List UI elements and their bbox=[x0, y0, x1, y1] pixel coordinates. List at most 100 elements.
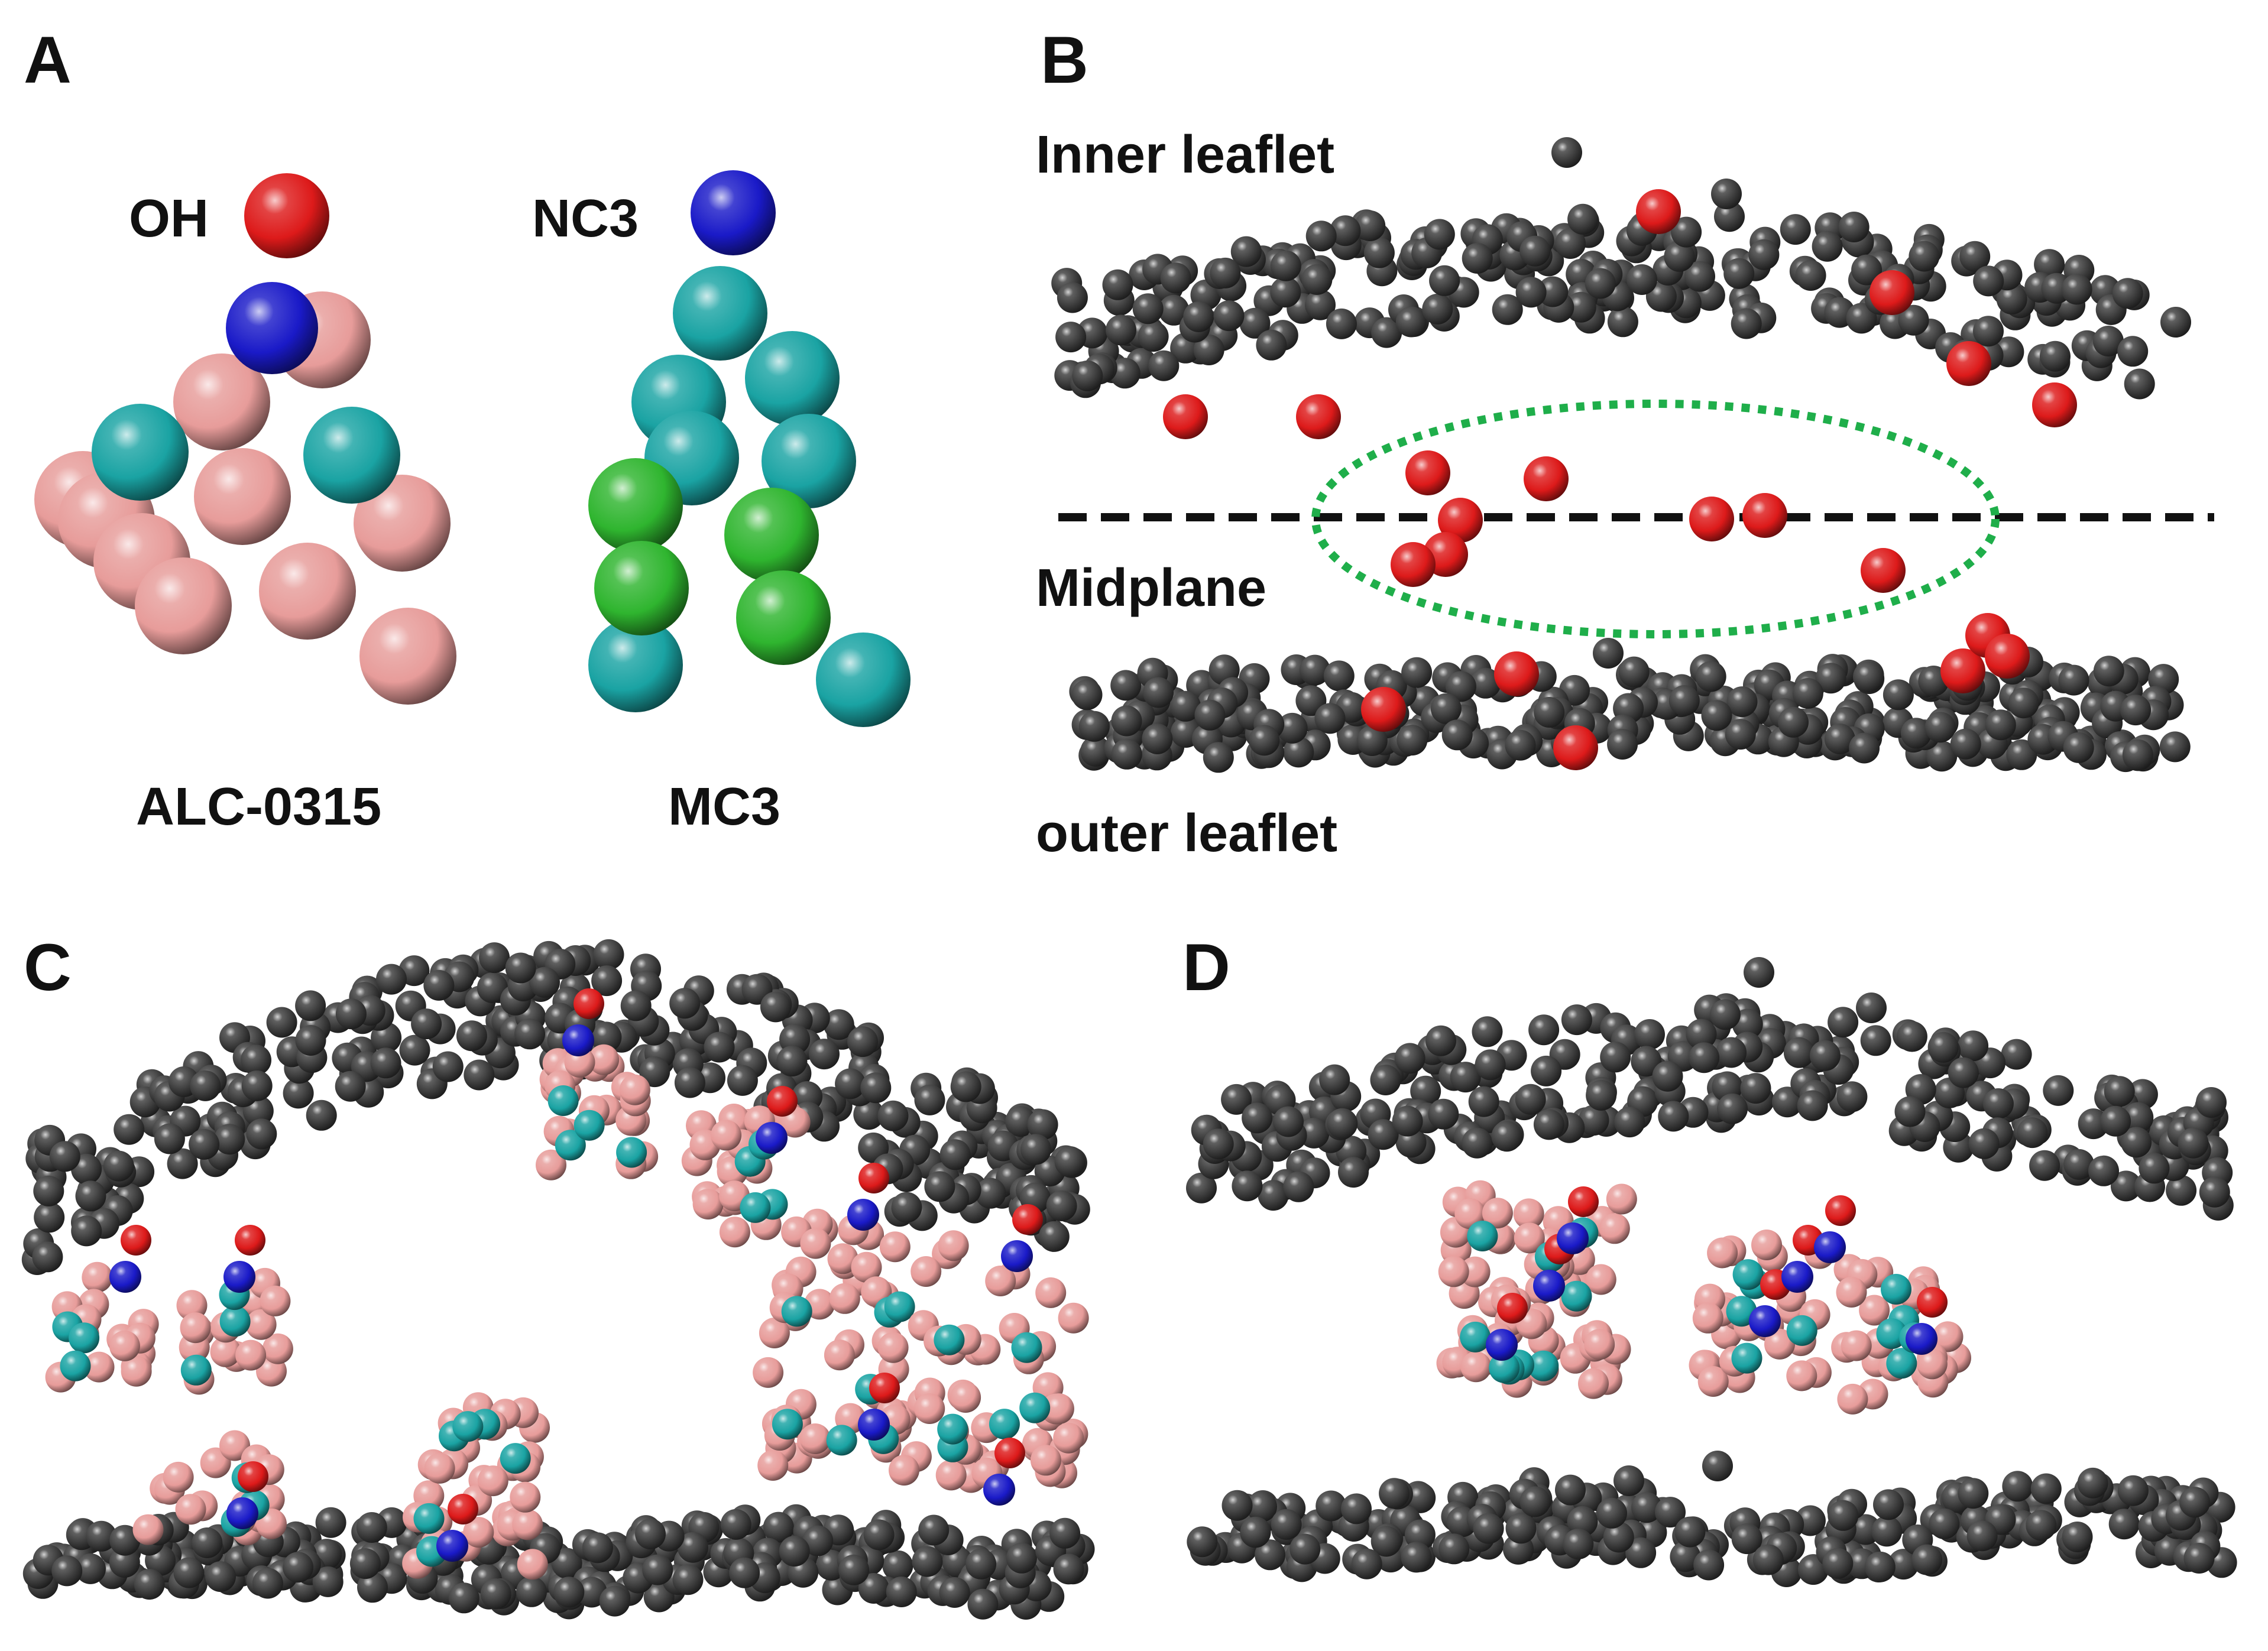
lipid-head-bead bbox=[1289, 1533, 1321, 1565]
lipid-head-bead bbox=[1473, 1513, 1504, 1544]
lipid-head-bead bbox=[1298, 1117, 1330, 1149]
lipid-head-bead bbox=[1049, 1517, 1081, 1549]
nc3-bead bbox=[1533, 1270, 1565, 1302]
lipid-head-bead bbox=[639, 1056, 670, 1088]
cyan-bead bbox=[937, 1413, 968, 1445]
alc-tail-bead bbox=[985, 1266, 1016, 1296]
cyan-bead bbox=[616, 1137, 647, 1168]
lipid-head-bead bbox=[1356, 725, 1388, 756]
lipid-head-bead bbox=[642, 1554, 673, 1585]
lipid-head-bead bbox=[480, 1578, 511, 1610]
alc-tail-bead bbox=[1841, 1330, 1872, 1361]
lipid-head-bead bbox=[1470, 667, 1501, 699]
lipid-head-bead bbox=[357, 1572, 388, 1603]
alc-tail-bead bbox=[1786, 1360, 1817, 1391]
cyan-bead bbox=[180, 1354, 212, 1386]
panel-b bbox=[1051, 137, 2214, 773]
lipid-head-bead bbox=[1966, 1520, 1998, 1552]
lipid-head-bead bbox=[1505, 1513, 1537, 1544]
lipid-head-bead bbox=[1726, 686, 1758, 718]
lipid-head-bead bbox=[635, 1519, 666, 1549]
lipid-head-bead bbox=[1491, 1121, 1522, 1152]
alc-tail-bead bbox=[1697, 1366, 1729, 1397]
lipid-head-bead bbox=[1401, 657, 1433, 688]
cyan-bead bbox=[1019, 1392, 1051, 1423]
cyan-bead bbox=[1786, 1315, 1817, 1346]
lipid-head-bead bbox=[1020, 1134, 1051, 1165]
lipid-head-bead bbox=[1392, 1105, 1423, 1137]
lipid-head-bead bbox=[1240, 1516, 1271, 1548]
lipid-head-bead bbox=[1664, 241, 1695, 272]
lipid-head-bead bbox=[2139, 1153, 2170, 1184]
lipid-head-bead bbox=[1731, 308, 1762, 339]
lipid-head-bead bbox=[1711, 179, 1742, 209]
lipid-head-bead bbox=[315, 1507, 346, 1538]
lipid-head-bead bbox=[1299, 654, 1330, 686]
alc-tail-bead bbox=[1482, 1198, 1513, 1229]
lipid-head-bead bbox=[1246, 1491, 1277, 1522]
midplane-label: Midplane bbox=[1036, 559, 1266, 618]
lipid-head-bead bbox=[1355, 210, 1386, 241]
lipid-head-bead bbox=[1531, 1055, 1562, 1086]
lipid-head-bead bbox=[2040, 340, 2071, 372]
cyan-bead bbox=[1886, 1348, 1917, 1379]
lipid-head-bead bbox=[1071, 679, 1103, 711]
alc-tail-bead bbox=[877, 1332, 909, 1363]
alc-tail-bead bbox=[719, 1217, 750, 1248]
lipid-head-bead bbox=[551, 1548, 582, 1579]
lipid-head-bead bbox=[464, 1059, 495, 1091]
lipid-head-bead bbox=[779, 1536, 810, 1567]
lipid-head-bead bbox=[1614, 1107, 1645, 1138]
lipid-head-bead bbox=[1714, 201, 1745, 232]
lipid-head-bead bbox=[1684, 261, 1715, 292]
cyan-bead bbox=[1528, 1350, 1559, 1381]
inner-leaflet-label: Inner leaflet bbox=[1036, 125, 1334, 184]
oh-bead bbox=[1568, 1186, 1599, 1217]
alc-tail-bead bbox=[889, 1455, 919, 1486]
alc-tail-bead bbox=[1751, 1230, 1782, 1260]
cyan-bead bbox=[1460, 1321, 1491, 1352]
oh-bead bbox=[1870, 270, 1914, 315]
lipid-head-bead bbox=[1668, 685, 1700, 716]
alc-tail-bead bbox=[1859, 1295, 1890, 1326]
lipid-head-bead bbox=[1078, 711, 1110, 742]
lipid-head-bead bbox=[1429, 265, 1460, 296]
cyan-bead bbox=[1881, 1274, 1911, 1305]
cyan-bead bbox=[745, 331, 840, 426]
lipid-head-bead bbox=[1631, 1046, 1662, 1077]
lipid-head-bead bbox=[1283, 1171, 1314, 1202]
lipid-head-bead bbox=[32, 1241, 63, 1273]
lipid-head-bead bbox=[335, 1071, 366, 1102]
cyan-bead bbox=[1731, 1342, 1762, 1374]
lipid-head-bead bbox=[1515, 277, 1547, 308]
lipid-head-bead bbox=[1106, 314, 1136, 346]
oh-bead bbox=[1391, 542, 1436, 587]
alc-tail-bead bbox=[753, 1357, 784, 1388]
lipid-head-bead bbox=[2001, 1039, 2032, 1070]
lipid-head-bead bbox=[1351, 1548, 1382, 1579]
oh-bead bbox=[1742, 493, 1787, 538]
lipid-head-bead bbox=[2178, 1127, 2209, 1159]
lipid-head-bead bbox=[2006, 739, 2037, 770]
lipid-head-bead bbox=[1883, 679, 1914, 711]
lipid-head-bead bbox=[939, 1577, 970, 1608]
alc-tail-bead bbox=[1454, 1198, 1486, 1230]
alc-tail-bead bbox=[1707, 1237, 1738, 1269]
lipid-head-bead bbox=[1255, 1539, 1286, 1571]
mc3-label: MC3 bbox=[668, 777, 780, 836]
alc-tail-bead bbox=[879, 1231, 911, 1263]
alc-tail-bead bbox=[1514, 1222, 1545, 1254]
nc3-bead bbox=[436, 1530, 468, 1562]
lipid-head-bead bbox=[1505, 729, 1536, 761]
lipid-head-bead bbox=[109, 1525, 141, 1556]
lipid-head-bead bbox=[1138, 321, 1169, 352]
alc-tail-bead bbox=[210, 1336, 241, 1367]
lipid-head-bead bbox=[1515, 1084, 1546, 1115]
lipid-head-bead bbox=[1603, 1522, 1634, 1553]
lipid-head-bead bbox=[1792, 678, 1823, 709]
lipid-head-bead bbox=[2160, 307, 2191, 338]
lipid-head-bead bbox=[1950, 728, 1981, 760]
oh-bead bbox=[1946, 341, 1991, 386]
alc-tail-bead bbox=[692, 1189, 724, 1219]
lipid-head-bead bbox=[423, 969, 455, 1001]
